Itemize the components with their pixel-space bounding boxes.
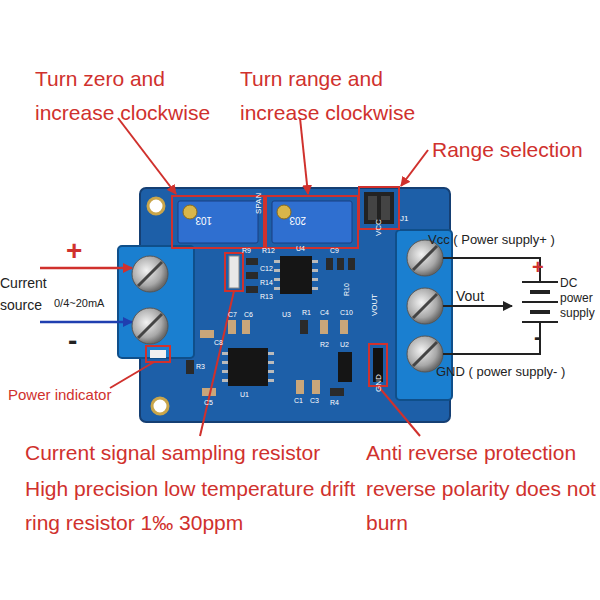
silkscreen-text: C1 <box>294 396 303 405</box>
callout-text: Range selection <box>432 138 583 162</box>
silkscreen-text: C10 <box>340 308 353 317</box>
pot-marking: 103 <box>195 214 212 226</box>
callout-text: Anti reverse protection <box>366 438 576 468</box>
silkscreen-text: U2 <box>340 340 349 349</box>
polarity-sign: - <box>534 326 541 348</box>
input-arrow <box>40 267 132 270</box>
supply-name: DC power supply <box>560 276 600 321</box>
screw-slot <box>138 262 162 286</box>
smd-components <box>150 256 383 396</box>
leader-line <box>110 118 428 436</box>
battery-symbol <box>522 282 558 322</box>
ic-pins <box>274 260 318 290</box>
jumper-cap <box>368 196 377 220</box>
callout-text: High precision low temperature drift rin… <box>25 472 360 540</box>
callout-text: Turn range and increase clockwise <box>240 62 445 130</box>
silkscreen-text: J1 <box>400 214 408 224</box>
silkscreen-text: C5 <box>204 398 213 407</box>
pot-screw <box>183 205 197 219</box>
silkscreen-text: R4 <box>330 398 339 407</box>
callout-text: Turn zero and increase clockwise <box>35 62 230 130</box>
silkscreen-text: R9 <box>242 246 251 255</box>
terminal-block <box>118 246 194 358</box>
screw-slot <box>413 246 437 270</box>
callout-text: Power indicator <box>8 386 111 404</box>
silkscreen-text: C8 <box>214 338 223 347</box>
silkscreen-text: C3 <box>310 396 319 405</box>
callout-text: reverse polarity does not burn <box>366 472 598 540</box>
polarity-sign: + <box>532 256 544 278</box>
silkscreen-text: VOUT <box>370 294 380 316</box>
screw-slot <box>413 294 437 318</box>
silkscreen-text: R3 <box>196 362 205 371</box>
signal-range: 0/4~20mA <box>54 296 104 310</box>
screw-slot <box>138 314 162 338</box>
supply-wire <box>443 258 540 282</box>
output-arrow <box>443 305 512 307</box>
supply-wire <box>443 322 540 354</box>
terminal-screw <box>407 288 443 324</box>
callout-box <box>146 187 399 386</box>
trim-potentiometer <box>272 201 352 243</box>
pot-marking: 203 <box>289 214 306 226</box>
ic-chip <box>228 348 268 386</box>
pin-name: Vcc ( Power supply+ ) <box>428 232 555 248</box>
silkscreen-text: U1 <box>240 390 249 399</box>
ic-chip <box>280 256 312 294</box>
silkscreen-text: R10 <box>342 283 351 296</box>
silkscreen-text: GND <box>374 374 384 392</box>
pin-name: GND ( power supply- ) <box>436 364 565 380</box>
polarity-sign: + <box>66 236 82 266</box>
input-arrow <box>40 321 132 324</box>
pot-screw <box>277 205 291 219</box>
silkscreen-text: U3 <box>282 310 291 319</box>
silkscreen-text: C7 <box>228 310 237 319</box>
silkscreen-text: U4 <box>296 244 305 253</box>
screw-slot <box>413 342 437 366</box>
silkscreen-text: C9 <box>330 246 339 255</box>
silkscreen-text: R13 <box>260 292 273 301</box>
silkscreen-text: C4 <box>320 308 329 317</box>
silkscreen-text: VCC <box>374 219 384 236</box>
silkscreen-text: SPAN <box>254 193 264 214</box>
signal-name: Current source <box>0 272 58 316</box>
callout-text: Current signal sampling resistor <box>25 438 320 468</box>
silkscreen-text: R14 <box>260 278 273 287</box>
terminal-screw <box>132 308 168 344</box>
ic-pins <box>222 352 274 382</box>
silkscreen-text: R1 <box>302 308 311 317</box>
mounting-hole <box>148 198 164 214</box>
transistor <box>338 352 352 382</box>
silkscreen-text: R2 <box>320 340 329 349</box>
trim-potentiometer <box>178 201 258 243</box>
silkscreen-text: C6 <box>244 310 253 319</box>
pin-name: Vout <box>456 288 484 304</box>
polarity-sign: - <box>68 326 77 356</box>
silkscreen-text: C12 <box>260 264 273 273</box>
terminal-screw <box>132 256 168 292</box>
mounting-hole <box>152 398 168 414</box>
jumper-cap <box>381 196 390 220</box>
silkscreen-text: R12 <box>262 246 275 255</box>
